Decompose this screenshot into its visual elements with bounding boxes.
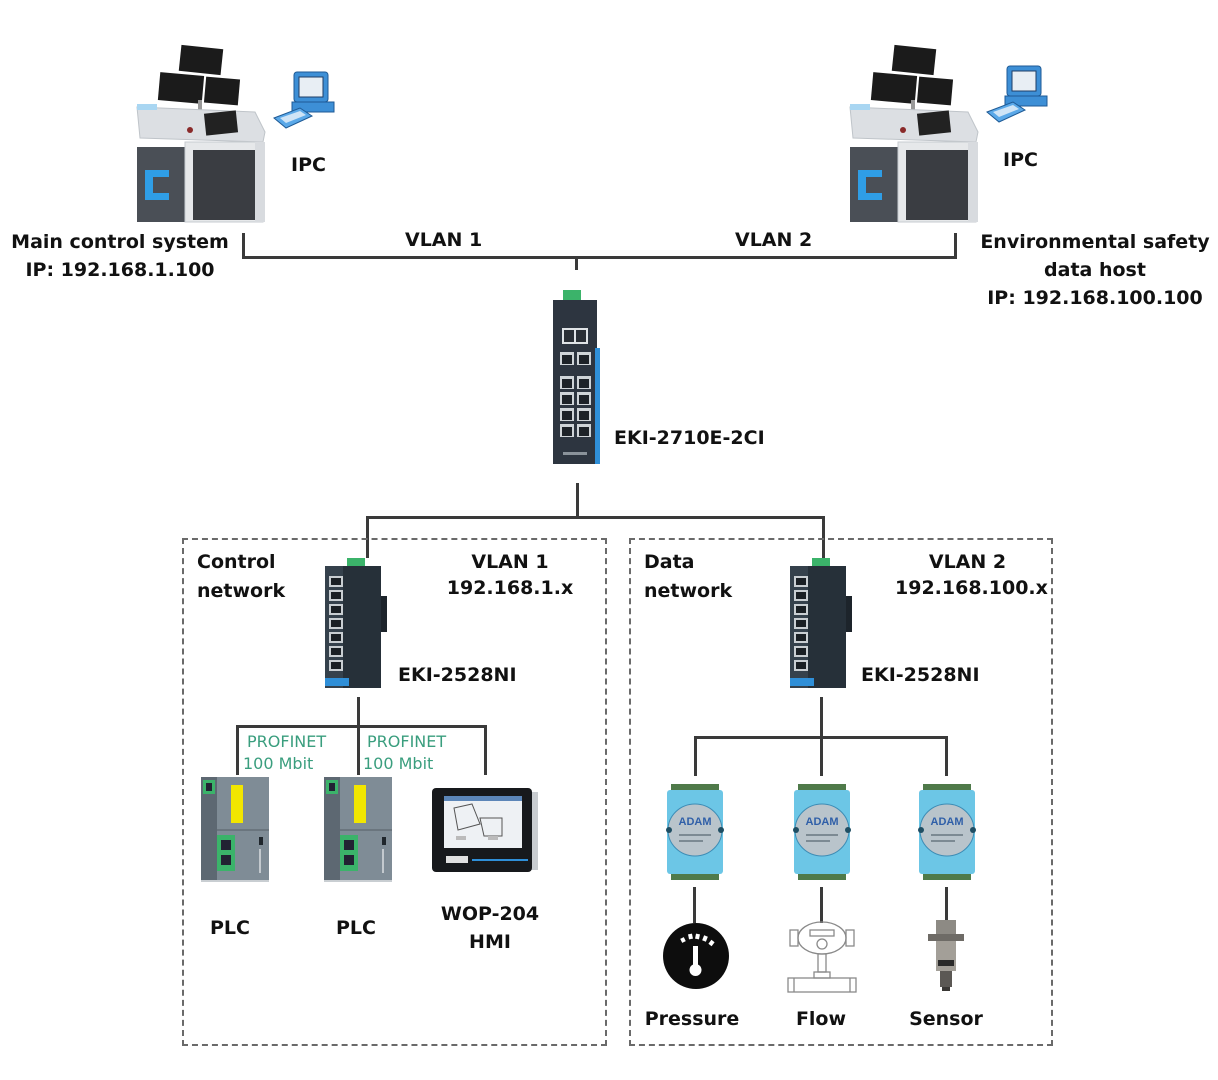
backbone-right-drop [954,233,957,259]
edge-switch-icon [325,558,387,688]
adam-io-module-icon: ADAM [918,784,976,880]
distribution-left-drop [366,516,369,558]
link2-protocol: PROFINET [367,732,447,751]
control-branch-plc2 [357,725,360,775]
plc-2-label: PLC [336,917,376,939]
plc-icon [324,777,392,882]
sensor-link [945,887,948,923]
adam-io-module-icon: ADAM [666,784,724,880]
data-branch-3 [945,736,948,776]
flow-link [820,887,823,923]
adam-brand-text: ADAM [806,816,839,828]
core-switch-downlink [576,483,579,518]
sensor-label: Sensor [909,1008,983,1030]
distribution-right-drop [822,516,825,558]
link1-speed: 100 Mbit [243,754,314,773]
data-network-vlan: VLAN 2 [928,551,1007,573]
core-switch-device [553,290,601,465]
pressure-gauge-icon [663,923,729,989]
distribution-bus [366,516,825,519]
hmi-device [432,786,540,876]
industrial-switch-icon [553,290,600,464]
data-network-zone [629,538,1053,1046]
flow-label: Flow [795,1008,847,1030]
control-branch-bus [236,725,487,728]
environmental-host-label-line1: Environmental safety [980,231,1210,253]
environmental-host-label-line2: data host [1044,259,1146,281]
left-ipc-label: IPC [291,154,326,176]
plc-1-device [201,777,271,885]
backbone-vlan2-label: VLAN 2 [735,229,813,251]
plc-icon [201,777,269,882]
link1-protocol: PROFINET [247,732,327,751]
data-network-title-line1: Data [644,551,695,573]
environmental-host-ip: IP: 192.168.100.100 [987,287,1203,309]
data-edge-switch [790,558,858,690]
data-switch-model-label: EKI-2528NI [861,664,980,686]
flow-meter-icon [787,921,857,993]
control-network-vlan: VLAN 1 [471,551,549,573]
control-branch-plc1 [236,725,239,775]
adam-brand-text: ADAM [931,816,964,828]
plc-2-device [324,777,394,885]
backbone-left-drop [242,233,245,259]
control-network-subnet: 192.168.1.x [446,577,574,599]
control-network-title-line2: network [197,580,286,602]
hmi-label-line1: WOP-204 [440,903,540,925]
main-control-workstation [135,42,275,227]
adam-module-2: ADAM [792,784,852,880]
flow-meter [784,920,860,998]
adam-module-1: ADAM [665,784,725,880]
pressure-gauge [662,922,730,990]
control-switch-model-label: EKI-2528NI [398,664,517,686]
backbone-to-core-switch [575,258,578,270]
data-network-title-line2: network [644,580,733,602]
plc-1-label: PLC [210,917,250,939]
data-branch-1 [694,736,697,776]
control-console-icon [136,44,266,223]
control-network-title-line1: Control [197,551,276,573]
data-switch-downlink [820,697,823,739]
data-network-subnet: 192.168.100.x [895,577,1048,599]
data-branch-2 [820,736,823,776]
proximity-sensor [926,920,966,992]
main-control-system-ip: IP: 192.168.1.100 [25,259,215,281]
adam-io-module-icon: ADAM [793,784,851,880]
right-ipc-label: IPC [1003,149,1038,171]
environmental-host-workstation [848,42,988,227]
adam-brand-text: ADAM [679,816,712,828]
backbone-bus [242,256,957,259]
right-ipc-icon [985,62,1055,132]
backbone-vlan1-label: VLAN 1 [405,229,483,251]
core-switch-model-label: EKI-2710E-2CI [614,427,765,449]
control-console-icon [849,44,979,223]
edge-switch-icon [790,558,852,688]
hmi-touch-panel-icon [432,788,538,872]
link2-speed: 100 Mbit [363,754,434,773]
main-control-system-label: Main control system [11,231,229,253]
hmi-label-line2: HMI [469,931,511,953]
adam-module-3: ADAM [917,784,977,880]
pressure-link [693,887,696,923]
control-network-zone [182,538,607,1046]
control-edge-switch [325,558,393,690]
control-branch-hmi [484,725,487,775]
control-switch-downlink [357,697,360,727]
inductive-sensor-icon [928,920,964,991]
left-ipc-icon [272,68,342,138]
pressure-label: Pressure [644,1008,740,1030]
